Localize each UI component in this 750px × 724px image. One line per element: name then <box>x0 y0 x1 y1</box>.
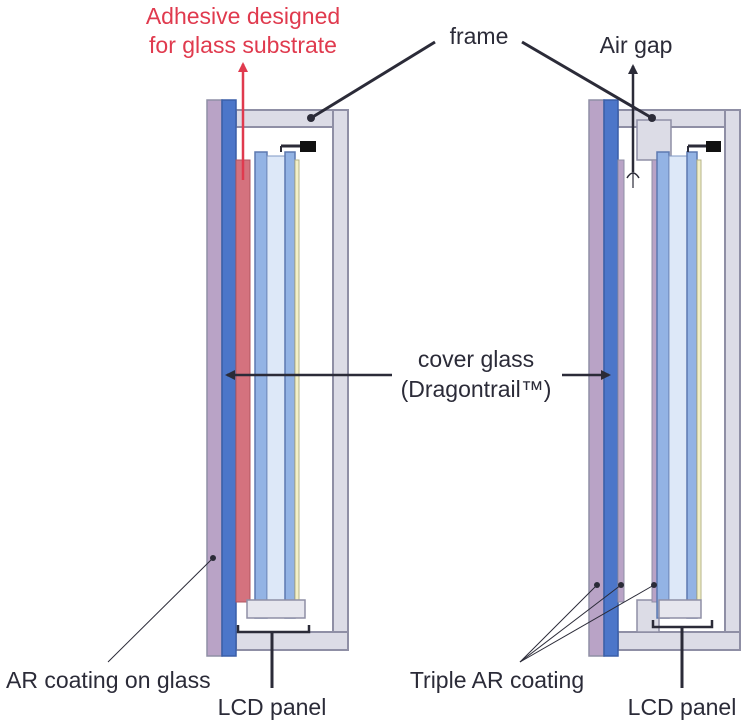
right-inner-ar-coating <box>617 159 625 603</box>
left-lcd-panel <box>246 151 306 619</box>
right-lcd-bracket <box>651 620 714 629</box>
frame-dot-right <box>648 114 656 122</box>
triple-ar-dot-1 <box>594 582 600 588</box>
right-connector <box>687 141 721 152</box>
triple-ar-leader-2 <box>519 584 622 663</box>
frame-label: frame <box>450 23 509 49</box>
triple-ar-leader-3 <box>519 584 655 663</box>
left-connector <box>280 141 316 152</box>
right-cover-glass <box>603 99 619 657</box>
lcd-panel-left-label: LCD panel <box>218 694 327 720</box>
adhesive-label-line1: Adhesive designed <box>146 3 340 29</box>
callout-lines <box>107 40 657 663</box>
ar-coating-on-glass-label: AR coating on glass <box>6 667 211 693</box>
left-assembly <box>206 99 349 688</box>
left-ar-coating-layer <box>206 99 223 657</box>
ar-coating-dot <box>210 555 216 561</box>
left-lcd-bracket <box>236 625 311 634</box>
air-gap-label: Air gap <box>600 32 673 58</box>
triple-ar-dot-3 <box>651 582 657 588</box>
ar-coating-leader <box>107 557 214 663</box>
left-adhesive-layer <box>235 159 251 603</box>
air-gap-marker <box>626 172 640 188</box>
right-ar-coating-layer <box>588 99 605 657</box>
triple-ar-coating-label: Triple AR coating <box>410 667 584 693</box>
left-cover-glass <box>221 99 237 657</box>
right-assembly <box>588 99 741 688</box>
cover-glass-label-line1: cover glass <box>418 346 534 372</box>
left-frame <box>235 109 349 651</box>
frame-leader-left <box>310 40 436 120</box>
lcd-panel-right-label: LCD panel <box>628 694 737 720</box>
frame-leader-right <box>521 40 653 120</box>
triple-ar-leader-1 <box>519 584 598 663</box>
triple-ar-dot-2 <box>618 582 624 588</box>
right-lcd-panel <box>651 151 702 619</box>
adhesive-label-line2: for glass substrate <box>149 32 337 58</box>
frame-dot-left <box>307 114 315 122</box>
text-labels: Adhesive designed for glass substrate fr… <box>6 3 736 720</box>
cover-glass-label-line2: (Dragontrail™) <box>401 376 552 402</box>
